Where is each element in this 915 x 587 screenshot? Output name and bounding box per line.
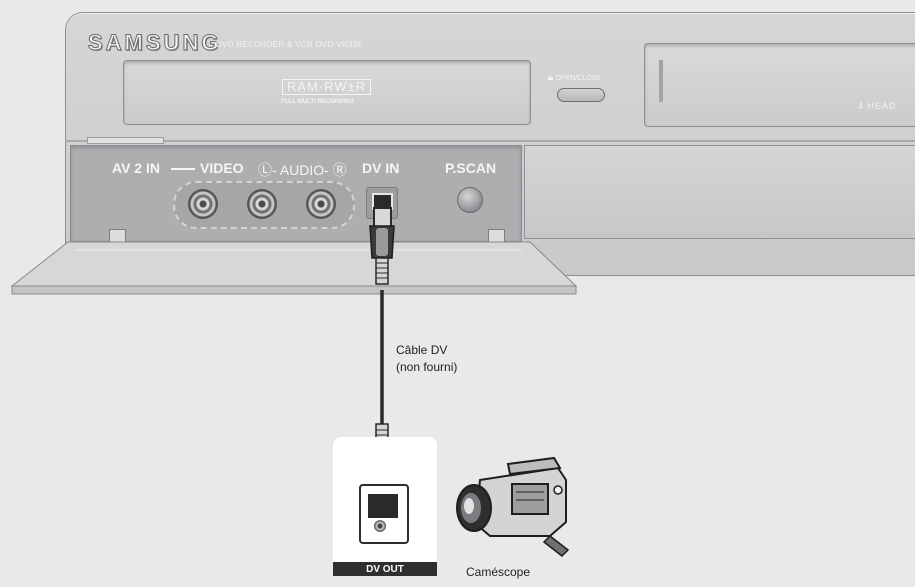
dv-cable-plug-top — [369, 207, 395, 285]
open-close-button[interactable] — [557, 88, 605, 102]
camcorder-icon — [456, 456, 570, 557]
dv-out-screw — [374, 520, 386, 532]
video-rca-jack[interactable] — [188, 189, 218, 219]
disc-format-logo: RAM·RW±R — [282, 79, 372, 95]
cable-label-line1: Câble DV — [396, 343, 448, 357]
vcr-slot-indicator — [659, 60, 663, 102]
p-scan-label: P.SCAN — [445, 160, 497, 176]
vcr-cassette-door — [644, 43, 915, 127]
audio-right-rca-jack[interactable] — [306, 189, 336, 219]
ledge-tab — [87, 137, 164, 144]
front-panel-recess — [524, 145, 915, 239]
disc-format-subtitle: FULL MULTI RECORDING — [281, 99, 355, 105]
audio-label: Ⓛ- AUDIO- Ⓡ — [258, 162, 347, 178]
camcorder-label: Caméscope — [466, 565, 531, 579]
audio-left-rca-jack[interactable] — [247, 189, 277, 219]
dv-in-label: DV IN — [362, 160, 400, 176]
av2-dash-divider — [171, 168, 195, 170]
av2-in-label: AV 2 IN — [112, 160, 160, 176]
front-panel-door — [10, 241, 578, 295]
brand-logo: SAMSUNG — [87, 30, 222, 56]
model-label: DVD RECORDER & VCR DVD-VR335 — [216, 40, 363, 49]
head-label: 4 HEAD — [858, 101, 897, 111]
open-close-label: ⏏ OPEN/CLOSE — [547, 75, 602, 82]
p-scan-button[interactable] — [457, 187, 483, 213]
dvd-tray — [123, 60, 531, 125]
dv-out-label: DV OUT — [333, 562, 437, 576]
front-ledge — [65, 140, 915, 142]
video-label: VIDEO — [200, 160, 244, 176]
cable-label-line2: (non fourni) — [396, 360, 458, 374]
dv-out-jack[interactable] — [368, 494, 398, 518]
cable-label: Câble DV (non fourni) — [396, 342, 457, 376]
